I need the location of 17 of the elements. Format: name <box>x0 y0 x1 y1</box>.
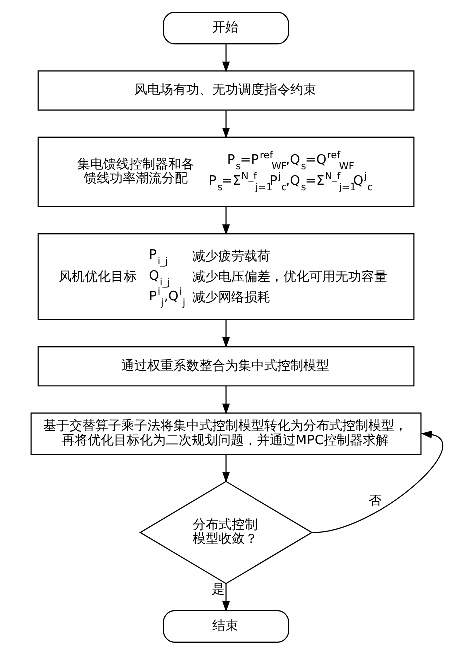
node-box: 风电场有功、无功调度指令约束 <box>37 70 414 111</box>
node-box: 结束 <box>162 610 289 643</box>
arrow <box>222 454 230 483</box>
arrow <box>222 584 230 612</box>
edge-label: 是 <box>212 582 225 598</box>
node-box: 风机优化目标 P$_{i_j}$ 减少疲劳载荷 Q$_{i_j}$ 减少电压偏差，优化可用无功容量 P$^{i}$$_{j}$,Q$^{i}$$_{j}$ 减少网络损耗 <box>37 234 414 320</box>
arrow <box>222 110 230 139</box>
node-diamond: 分布式控制模型收敛？ <box>138 481 313 584</box>
node-box: 开始 <box>162 12 289 45</box>
arrow <box>312 430 443 534</box>
arrow <box>222 207 230 236</box>
node-box: 基于交替算子乘子法将集中式控制模型转化为分布式控制模型，再将优化目标化为二次规划问题，并通过MPC控制器求解 <box>30 412 422 456</box>
arrow <box>222 44 230 73</box>
arrow <box>222 320 230 348</box>
arrow <box>222 386 230 415</box>
node-box: 通过权重系数整合为集中式控制模型 <box>37 346 414 387</box>
edge-label: 否 <box>368 494 382 509</box>
